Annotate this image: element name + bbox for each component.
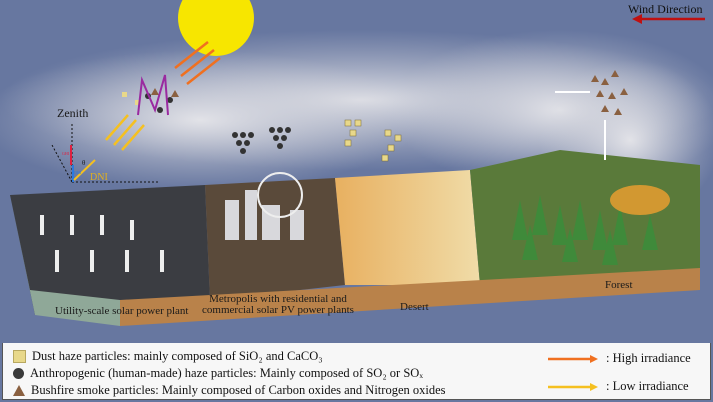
- zenith-label: Zenith: [57, 106, 89, 120]
- region-label-solar-plant: Utility-scale solar power plant: [55, 305, 189, 317]
- sun: [178, 0, 254, 56]
- mixed-particle-cluster: [122, 74, 179, 116]
- region-label-desert: Desert: [400, 301, 429, 313]
- legend-item-dust: Dust haze particles: mainly composed of …: [13, 349, 323, 364]
- solar-panels: [40, 215, 164, 272]
- arrow-right-icon: [548, 382, 598, 391]
- wind-direction-label: Wind Direction: [628, 2, 703, 16]
- ground-front-face: [120, 268, 700, 326]
- bushfire: [610, 185, 670, 215]
- high-irradiance-arrows: [174, 41, 221, 85]
- anthropogenic-particles: [232, 127, 291, 154]
- ground-desert: [335, 170, 480, 285]
- legend-text: Dust haze particles: mainly composed of …: [32, 349, 323, 363]
- region-label-forest: Forest: [605, 279, 633, 291]
- theta-label: θ: [82, 159, 86, 167]
- region-label-line: Metropolis with residential and: [209, 293, 347, 305]
- circle-icon: [13, 368, 24, 379]
- legend-text: : Low irradiance: [606, 379, 689, 393]
- dust-particles: [344, 119, 402, 162]
- ghi-label: GHI: [62, 151, 70, 156]
- city-buildings: [225, 172, 304, 240]
- region-label-metropolis: Metropolis with residential and commerci…: [198, 294, 358, 316]
- legend-low-irradiance: : Low irradiance: [548, 379, 689, 394]
- low-irradiance-arrows: [105, 114, 145, 151]
- solar-geometry-diagram: [51, 123, 160, 183]
- forest-trees: [512, 195, 658, 265]
- legend-item-anthropogenic: Anthropogenic (human-made) haze particle…: [13, 366, 423, 381]
- dni-label: DNI: [90, 172, 108, 183]
- wind-direction-arrow: [632, 14, 705, 24]
- square-icon: [13, 350, 26, 363]
- arrow-right-icon: [548, 354, 598, 363]
- region-label-line: commercial solar PV power plants: [202, 304, 354, 316]
- legend: Dust haze particles: mainly composed of …: [2, 343, 711, 400]
- legend-text: Anthropogenic (human-made) haze particle…: [30, 366, 423, 380]
- legend-text: Bushfire smoke particles: Mainly compose…: [31, 383, 446, 397]
- legend-text: : High irradiance: [606, 351, 691, 365]
- ground-side-face: [10, 195, 120, 326]
- dhi-label: DHI: [74, 170, 82, 175]
- ground-solar-plant: [10, 185, 210, 315]
- legend-high-irradiance: : High irradiance: [548, 351, 691, 366]
- smoke-particles: [591, 70, 628, 115]
- legend-item-bushfire: Bushfire smoke particles: Mainly compose…: [13, 383, 446, 398]
- triangle-icon: [13, 385, 25, 396]
- ground-forest: [470, 150, 700, 285]
